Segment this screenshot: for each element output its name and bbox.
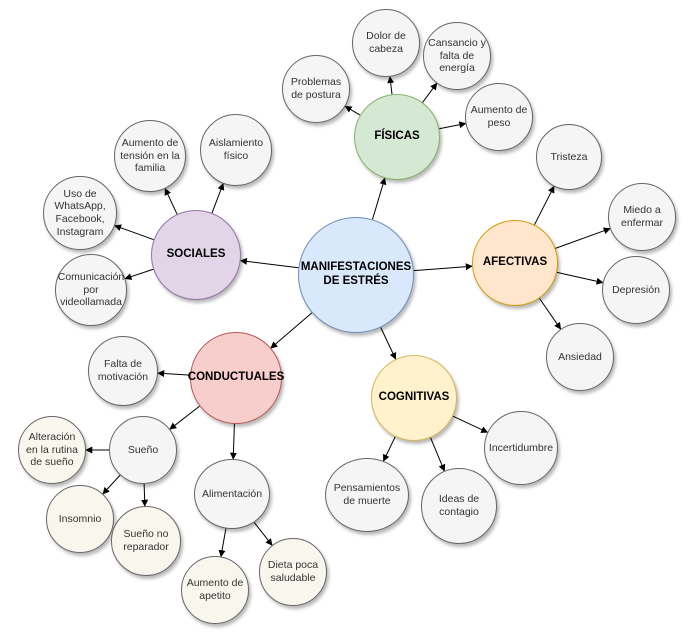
node-label: Alimentación bbox=[201, 487, 263, 500]
arrow-connector bbox=[539, 298, 562, 330]
arrow-connector bbox=[270, 312, 313, 349]
arrow-connector bbox=[229, 423, 237, 460]
fisicas-item-dolor-cabeza: Dolor de cabeza bbox=[352, 9, 420, 77]
conductuales-item-alimentacion: Alimentación bbox=[194, 459, 270, 529]
arrow-connector bbox=[169, 405, 200, 430]
cognitivas-item-ideas-contagio: Ideas de contagio bbox=[421, 468, 497, 544]
node-label: Falta de motivación bbox=[97, 358, 149, 383]
node-label: Tristeza bbox=[550, 150, 588, 163]
node-label: Aumento de peso bbox=[470, 104, 528, 129]
afectivas-item-miedo: Miedo a enfermar bbox=[608, 183, 676, 251]
arrow-connector bbox=[141, 483, 149, 507]
arrow-connector bbox=[239, 257, 299, 269]
sociales-label: SOCIALES bbox=[166, 248, 226, 261]
node-label: Miedo a enfermar bbox=[620, 204, 663, 229]
arrow-connector bbox=[555, 227, 611, 249]
node-label: Dieta poca saludable bbox=[267, 559, 319, 584]
node-label: Depresión bbox=[612, 283, 660, 296]
arrow-connector bbox=[164, 188, 178, 215]
conductuales-label: CONDUCTUALES bbox=[187, 371, 285, 384]
arrow-connector bbox=[114, 224, 154, 241]
alimentacion-item-dieta: Dieta poca saludable bbox=[259, 538, 327, 606]
arrow-connector bbox=[387, 76, 395, 95]
node-label: Aumento de tensión en la familia bbox=[120, 137, 180, 175]
node-label: Ideas de contagio bbox=[438, 493, 480, 518]
cognitivas-node: COGNITIVAS bbox=[371, 355, 457, 441]
sociales-item-aislamiento: Aislamiento físico bbox=[200, 114, 272, 186]
arrow-connector bbox=[102, 474, 121, 495]
arrow-connector bbox=[422, 82, 438, 103]
alimentacion-item-apetito: Aumento de apetito bbox=[181, 556, 249, 624]
sueno-item-insomnio: Insomnio bbox=[46, 485, 114, 553]
conductuales-node: CONDUCTUALES bbox=[187, 332, 285, 424]
node-label: Insomnio bbox=[58, 512, 102, 525]
node-label: Problemas de postura bbox=[290, 76, 342, 101]
arrow-connector bbox=[124, 268, 154, 280]
fisicas-item-postura: Problemas de postura bbox=[282, 55, 350, 123]
node-label: Cansancio y falta de energía bbox=[428, 37, 486, 75]
central-label: MANIFESTACIONES DE ESTRÉS bbox=[300, 261, 412, 287]
arrow-connector bbox=[372, 177, 387, 220]
sueno-item-no-reparador: Sueño no reparador bbox=[111, 506, 181, 576]
node-label: Ansiedad bbox=[558, 350, 602, 363]
node-label: Aislamiento físico bbox=[208, 137, 264, 162]
node-label: Incertidumbre bbox=[488, 441, 554, 454]
fisicas-item-aumento-peso: Aumento de peso bbox=[465, 83, 533, 151]
node-label: Comunicación por videollamada bbox=[57, 271, 125, 309]
node-label: Aumento de apetito bbox=[186, 577, 244, 602]
arrow-connector bbox=[344, 105, 361, 116]
arrow-connector bbox=[413, 263, 473, 272]
node-label: Sueño bbox=[127, 443, 159, 456]
cognitivas-item-pensamientos: Pensamientos de muerte bbox=[325, 458, 409, 532]
afectivas-item-ansiedad: Ansiedad bbox=[546, 323, 614, 391]
afectivas-item-depresion: Depresión bbox=[602, 256, 670, 324]
afectivas-item-tristeza: Tristeza bbox=[536, 124, 602, 190]
node-label: Uso de WhatsApp, Facebook, Instagram bbox=[54, 187, 106, 238]
cognitivas-label: COGNITIVAS bbox=[378, 391, 450, 404]
sociales-node: SOCIALES bbox=[151, 210, 241, 300]
arrow-connector bbox=[211, 182, 225, 214]
conductuales-item-sueno: Sueño bbox=[109, 416, 177, 484]
arrow-connector bbox=[430, 437, 446, 472]
central-node: MANIFESTACIONES DE ESTRÉS bbox=[298, 217, 414, 333]
arrow-connector bbox=[380, 327, 397, 360]
arrow-connector bbox=[556, 271, 604, 285]
afectivas-node: AFECTIVAS bbox=[472, 220, 558, 306]
node-label: Sueño no reparador bbox=[123, 528, 169, 553]
arrow-connector bbox=[439, 121, 467, 130]
fisicas-item-cansancio: Cansancio y falta de energía bbox=[423, 22, 491, 90]
fisicas-node: FÍSICAS bbox=[354, 94, 440, 180]
sociales-item-tension-familia: Aumento de tensión en la familia bbox=[114, 120, 186, 192]
sociales-item-redes: Uso de WhatsApp, Facebook, Instagram bbox=[43, 176, 117, 250]
arrow-connector bbox=[452, 415, 489, 433]
sociales-item-videollamada: Comunicación por videollamada bbox=[55, 254, 127, 326]
node-label: Dolor de cabeza bbox=[366, 30, 406, 55]
sueno-item-alteracion: Alteración en la rutina de sueño bbox=[18, 416, 86, 484]
node-label: Pensamientos de muerte bbox=[333, 482, 401, 507]
afectivas-label: AFECTIVAS bbox=[482, 256, 548, 269]
cognitivas-item-incertidumbre: Incertidumbre bbox=[484, 411, 558, 485]
arrow-connector bbox=[157, 370, 191, 378]
node-label: Alteración en la rutina de sueño bbox=[26, 431, 78, 469]
arrow-connector bbox=[383, 436, 396, 462]
arrow-connector bbox=[218, 528, 227, 558]
fisicas-label: FÍSICAS bbox=[374, 130, 420, 143]
arrow-connector bbox=[534, 185, 555, 225]
arrow-connector bbox=[253, 522, 273, 546]
conductuales-item-motivacion: Falta de motivación bbox=[88, 336, 158, 406]
